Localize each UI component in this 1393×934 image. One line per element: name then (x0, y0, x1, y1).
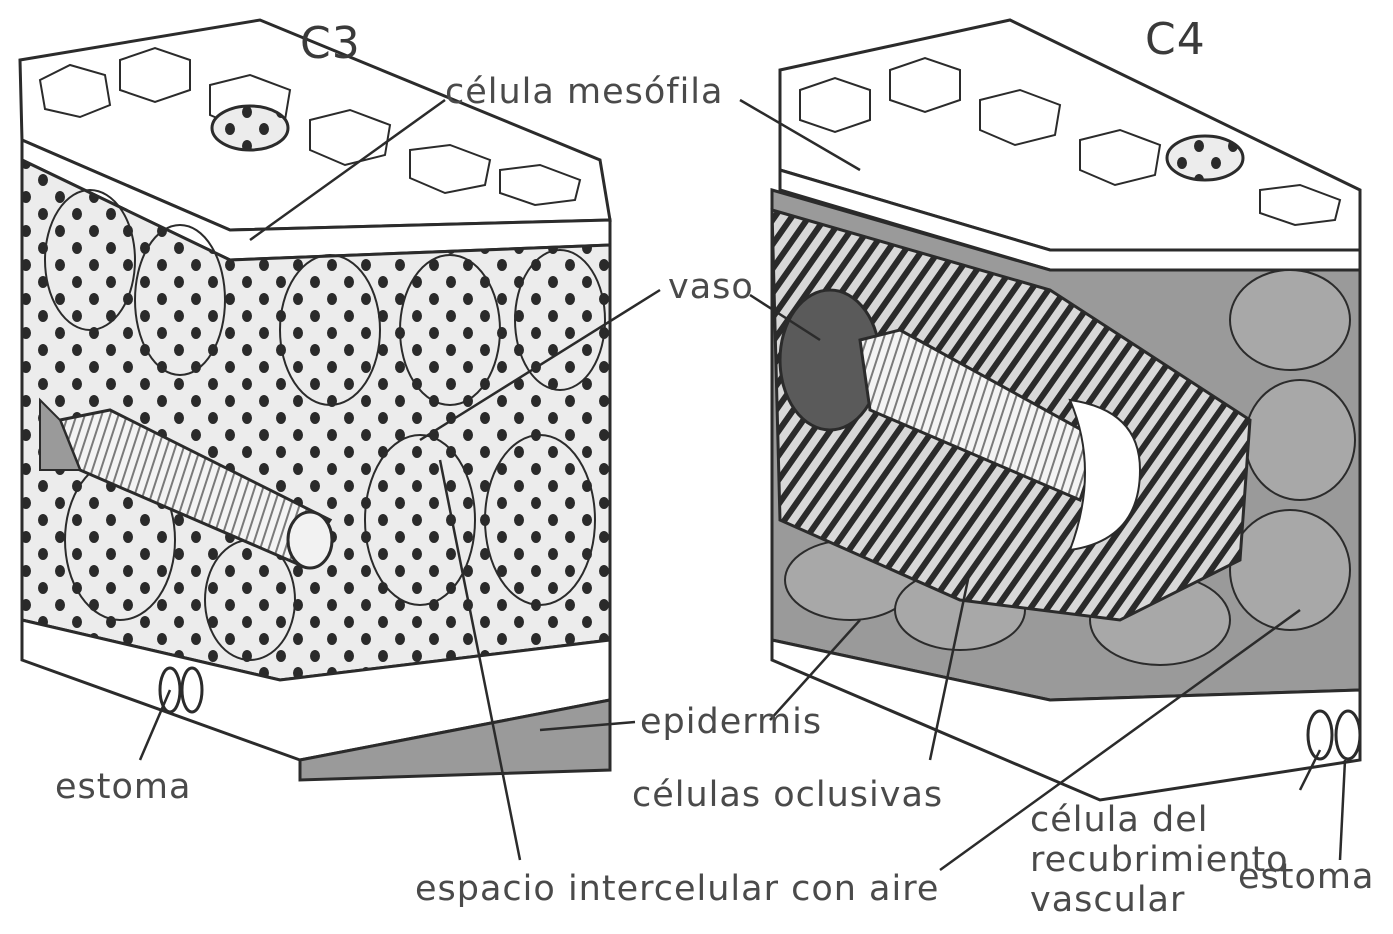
label-estoma-c3: estoma (55, 770, 191, 805)
label-estoma-c4: estoma (1238, 860, 1374, 895)
c3-title: C3 (300, 22, 361, 66)
c3-leaf-section (20, 20, 610, 780)
c4-stoma-top (1167, 136, 1243, 180)
c4-leaf-section (772, 20, 1360, 800)
label-celula-mesofila: célula mesófila (445, 75, 723, 110)
label-celulas-oclusivas: células oclusivas (632, 778, 943, 813)
c3-stoma-top (212, 106, 288, 150)
label-espacio-intercelular: espacio intercelular con aire (415, 872, 939, 907)
label-epidermis: epidermis (640, 705, 822, 740)
label-vaso: vaso (668, 270, 754, 305)
c4-title: C4 (1145, 18, 1206, 62)
